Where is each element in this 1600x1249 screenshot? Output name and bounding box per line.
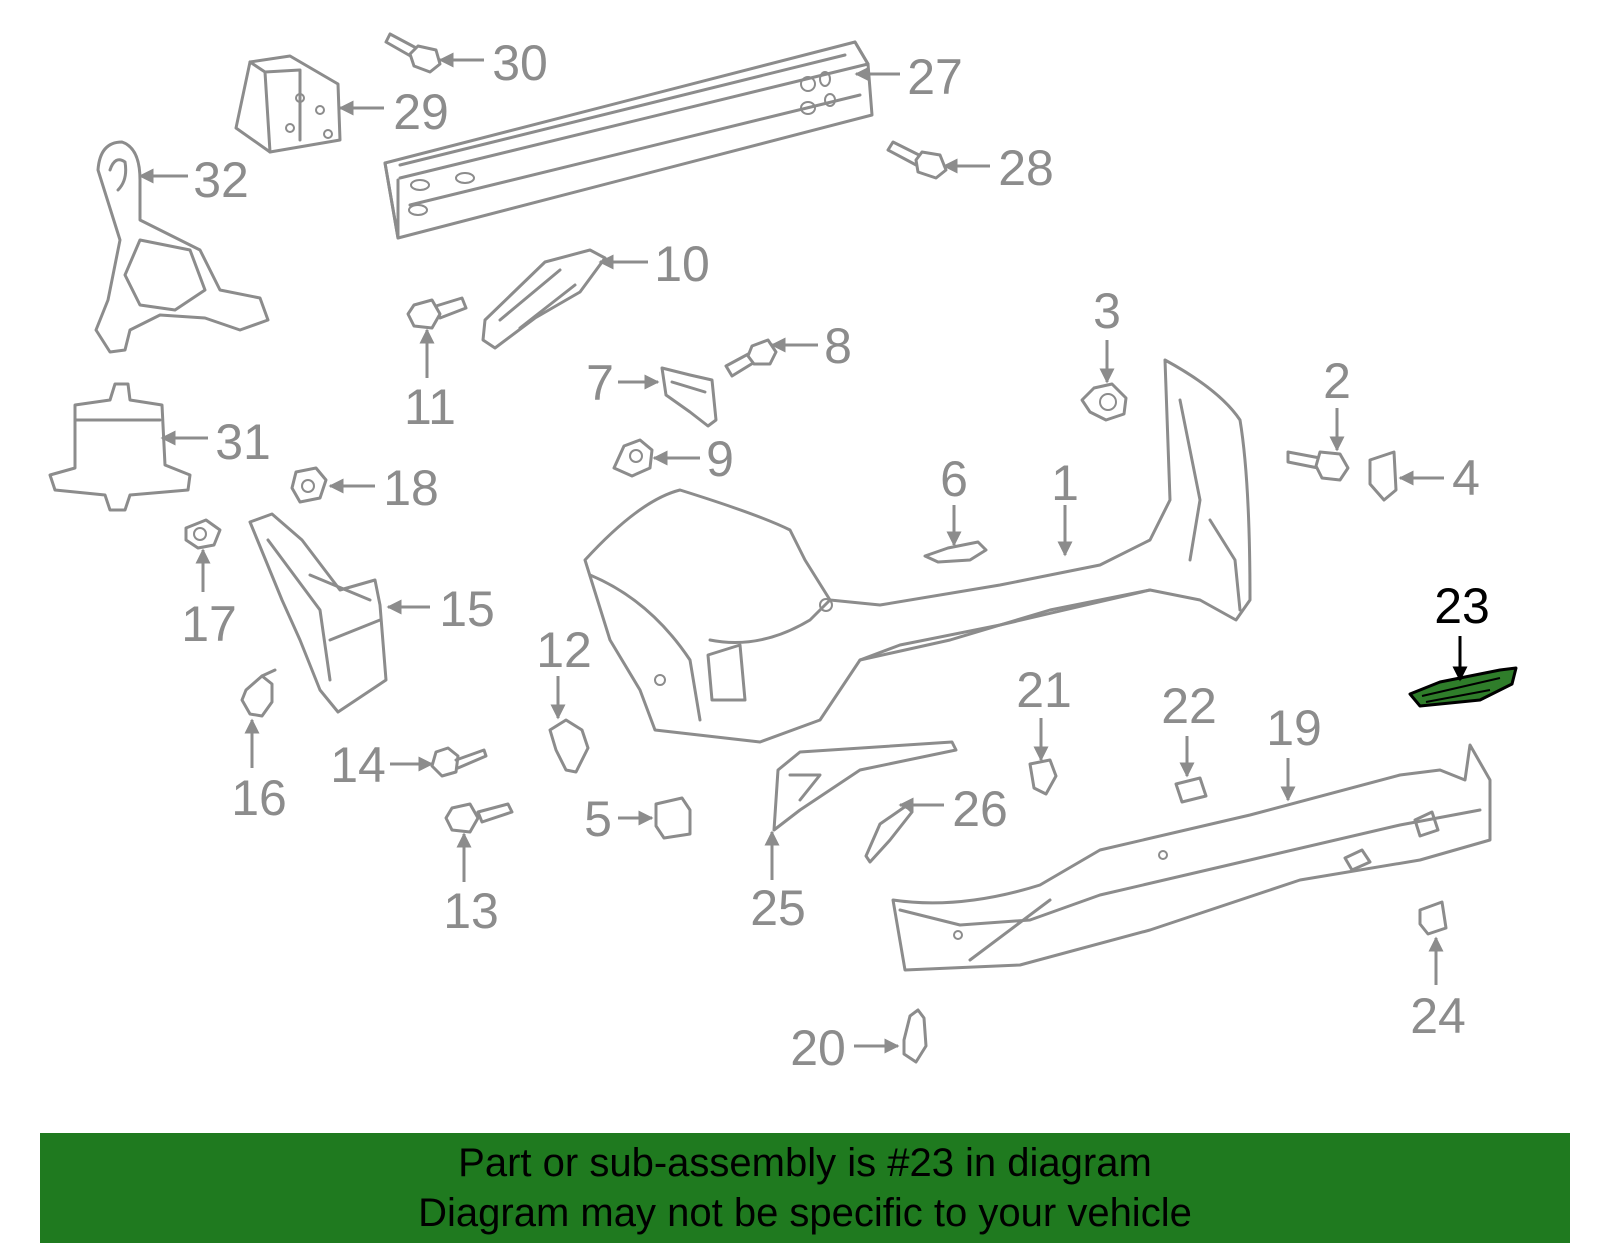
callout-18: 18 bbox=[383, 460, 439, 516]
part-29-bracket bbox=[234, 54, 342, 154]
part-21-clip bbox=[1028, 758, 1058, 796]
callout-7: 7 bbox=[586, 355, 614, 411]
callout-26: 26 bbox=[952, 781, 1008, 837]
callout-31: 31 bbox=[215, 414, 271, 470]
banner-line-2: Diagram may not be specific to your vehi… bbox=[418, 1191, 1192, 1235]
callout-17: 17 bbox=[181, 596, 237, 652]
callout-8: 8 bbox=[824, 318, 852, 374]
part-3-grommet bbox=[1080, 382, 1128, 422]
part-7-bracket bbox=[660, 366, 718, 428]
part-8-bolt bbox=[724, 338, 778, 378]
part-20-clip bbox=[902, 1008, 928, 1064]
callout-21: 21 bbox=[1016, 662, 1072, 718]
callout-20: 20 bbox=[790, 1020, 846, 1076]
part-17-clip bbox=[184, 518, 222, 550]
part-5-cap bbox=[654, 796, 692, 840]
part-2-bolt bbox=[1286, 450, 1350, 482]
part-6-pad bbox=[923, 540, 988, 564]
part-9-grommet bbox=[612, 438, 654, 478]
part-31-module bbox=[48, 382, 192, 512]
part-27-bumper-reinforcement bbox=[383, 40, 874, 240]
part-10-bracket bbox=[481, 248, 607, 350]
callout-13: 13 bbox=[443, 883, 499, 939]
part-1-bumper-cover bbox=[583, 358, 1252, 744]
callout-14: 14 bbox=[330, 737, 386, 793]
callout-29: 29 bbox=[393, 84, 449, 140]
callout-1: 1 bbox=[1051, 455, 1079, 511]
callout-9: 9 bbox=[706, 431, 734, 487]
part-23-reflector bbox=[1408, 666, 1518, 708]
callout-19: 19 bbox=[1266, 700, 1322, 756]
callout-4: 4 bbox=[1452, 450, 1480, 506]
part-26-strip bbox=[864, 804, 914, 864]
callout-23: 23 bbox=[1434, 578, 1490, 634]
part-16-clip bbox=[240, 668, 277, 718]
part-19-lower-bumper bbox=[891, 743, 1492, 972]
callout-6: 6 bbox=[940, 451, 968, 507]
banner-line-1: Part or sub-assembly is #23 in diagram bbox=[458, 1141, 1152, 1185]
part-13-bolt bbox=[444, 802, 514, 834]
callout-32: 32 bbox=[193, 152, 249, 208]
parts-diagram: 1 2 3 4 5 6 7 8 9 10 11 12 13 14 15 16 1… bbox=[48, 32, 1518, 1076]
part-12-bracket bbox=[548, 718, 590, 774]
callout-labels: 1 2 3 4 5 6 7 8 9 10 11 12 13 14 15 16 1… bbox=[181, 35, 1490, 1076]
part-4-cap bbox=[1368, 450, 1398, 502]
part-28-bolt bbox=[886, 140, 948, 180]
leader-lines bbox=[138, 52, 1468, 1054]
callout-22: 22 bbox=[1161, 678, 1217, 734]
callout-10: 10 bbox=[654, 236, 710, 292]
callout-16: 16 bbox=[231, 770, 287, 826]
part-18-nut bbox=[290, 466, 328, 504]
callout-12: 12 bbox=[536, 622, 592, 678]
part-24-cap bbox=[1418, 900, 1448, 936]
callout-11: 11 bbox=[404, 379, 456, 435]
part-11-bolt bbox=[406, 296, 468, 330]
callout-25: 25 bbox=[750, 880, 806, 936]
callout-15: 15 bbox=[439, 581, 495, 637]
callout-24: 24 bbox=[1410, 988, 1466, 1044]
callout-27: 27 bbox=[907, 49, 963, 105]
callout-2: 2 bbox=[1323, 353, 1351, 409]
part-25-trim bbox=[772, 740, 958, 832]
part-14-clip bbox=[430, 746, 488, 778]
callout-3: 3 bbox=[1093, 283, 1121, 339]
part-15-bracket bbox=[248, 512, 388, 714]
info-banner: Part or sub-assembly is #23 in diagram D… bbox=[40, 1133, 1570, 1243]
part-22-cap bbox=[1174, 776, 1208, 804]
callout-28: 28 bbox=[998, 140, 1054, 196]
callout-5: 5 bbox=[584, 791, 612, 847]
callout-30: 30 bbox=[492, 35, 548, 91]
part-30-bolt bbox=[384, 32, 442, 74]
